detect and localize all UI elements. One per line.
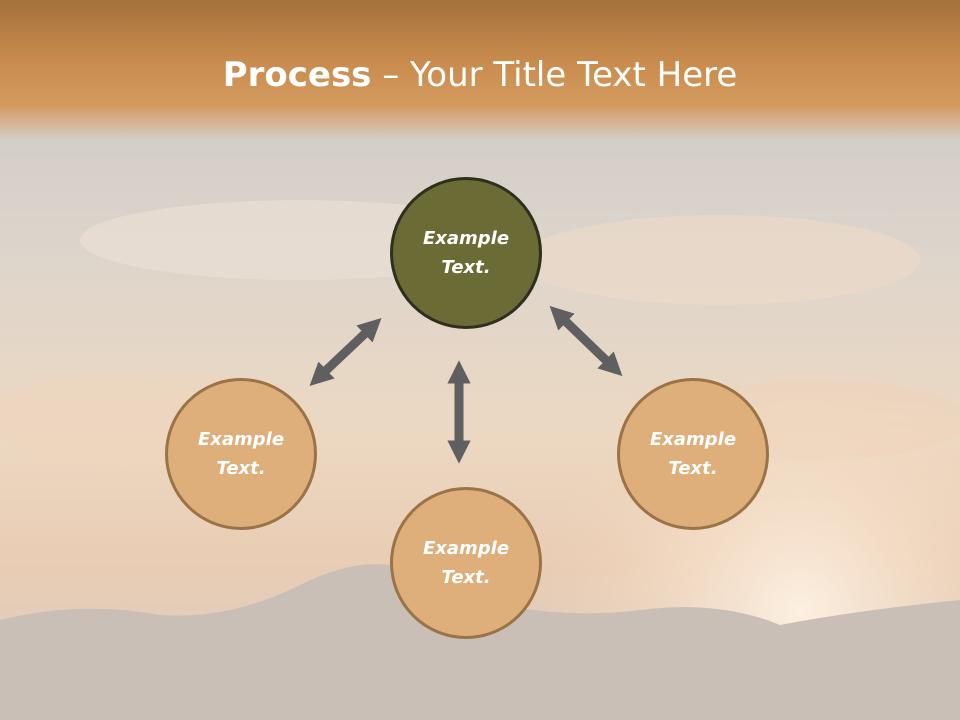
title-bar — [0, 0, 960, 140]
title-rest: – Your Title Text Here — [371, 55, 738, 95]
slide-title: Process – Your Title Text Here — [0, 52, 960, 98]
right-node: Example Text. — [617, 378, 769, 530]
title-bold: Process — [222, 55, 372, 95]
right-node-text: Example Text. — [649, 429, 737, 479]
bottom-node-text: Example Text. — [422, 538, 510, 588]
left-node-text: Example Text. — [197, 429, 285, 479]
center-node-text: Example Text. — [422, 228, 510, 278]
bottom-node: Example Text. — [390, 487, 542, 639]
arrow-center-left — [309, 317, 382, 387]
mountain-silhouette — [0, 564, 960, 720]
center-node: Example Text. — [390, 177, 542, 329]
arrow-center-right — [549, 305, 623, 377]
left-node: Example Text. — [165, 378, 317, 530]
